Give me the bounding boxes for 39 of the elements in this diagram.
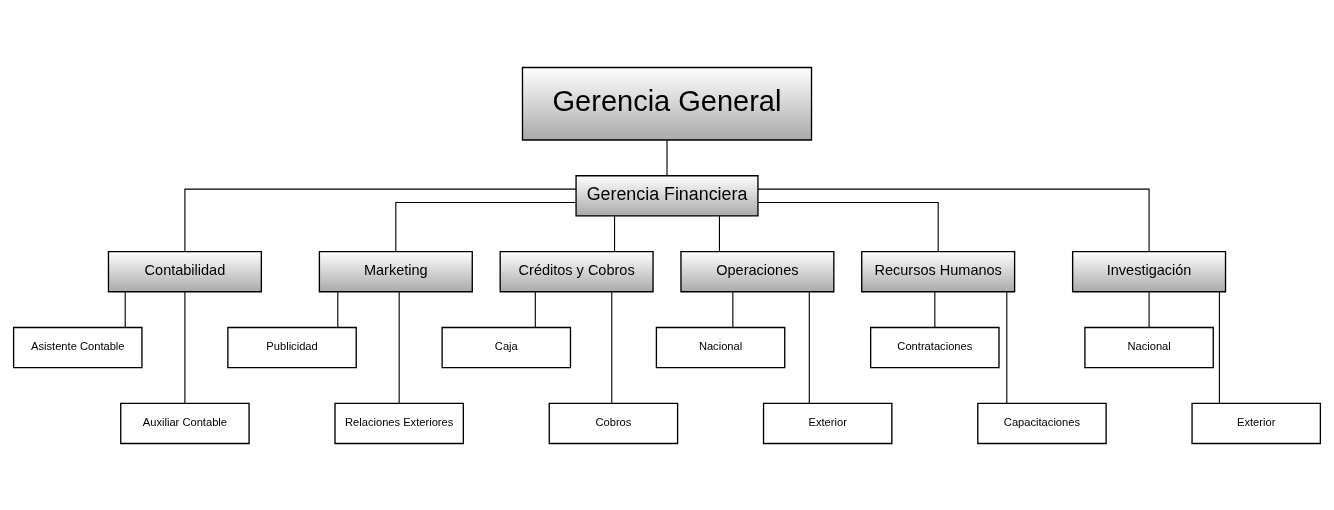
node-box: Nacional [1084,326,1214,368]
node-box: Relaciones Exteriores [334,402,464,444]
node-box: Operaciones [680,250,835,292]
connector [534,290,536,328]
connector [614,215,616,252]
node-box: Recursos Humanos [861,250,1016,292]
node-box: Contabilidad [107,250,263,292]
connector [124,290,126,328]
node-box: Capacitaciones [977,402,1107,444]
connector [1006,290,1008,404]
node-box: Investigación [1071,250,1227,292]
node-box: Publicidad [227,326,357,368]
node-box: Caja [441,326,572,368]
node-box: Auxiliar Contable [120,402,250,444]
node-box: Gerencia General [521,66,813,141]
node-box: Asistente Contable [12,326,143,368]
node-box: Nacional [655,326,786,368]
connector [757,188,1150,252]
connector [1218,290,1220,404]
node-box: Contrataciones [870,326,1000,368]
node-box: Créditos y Cobros [499,250,654,292]
connector [184,188,577,252]
node-box: Marketing [318,250,473,292]
connector [934,290,936,328]
node-box: Cobros [548,402,679,444]
node-box: Exterior [1191,402,1322,444]
connector [611,290,613,404]
connector [732,290,734,328]
connector [718,215,720,252]
node-box: Exterior [762,402,893,444]
connector [398,290,400,404]
connector [395,201,577,252]
connector [757,201,939,252]
connector [337,290,339,328]
connector [666,139,668,176]
connector [184,290,186,404]
connector [1148,290,1150,328]
connector [808,290,810,404]
node-box: Gerencia Financiera [575,174,759,217]
